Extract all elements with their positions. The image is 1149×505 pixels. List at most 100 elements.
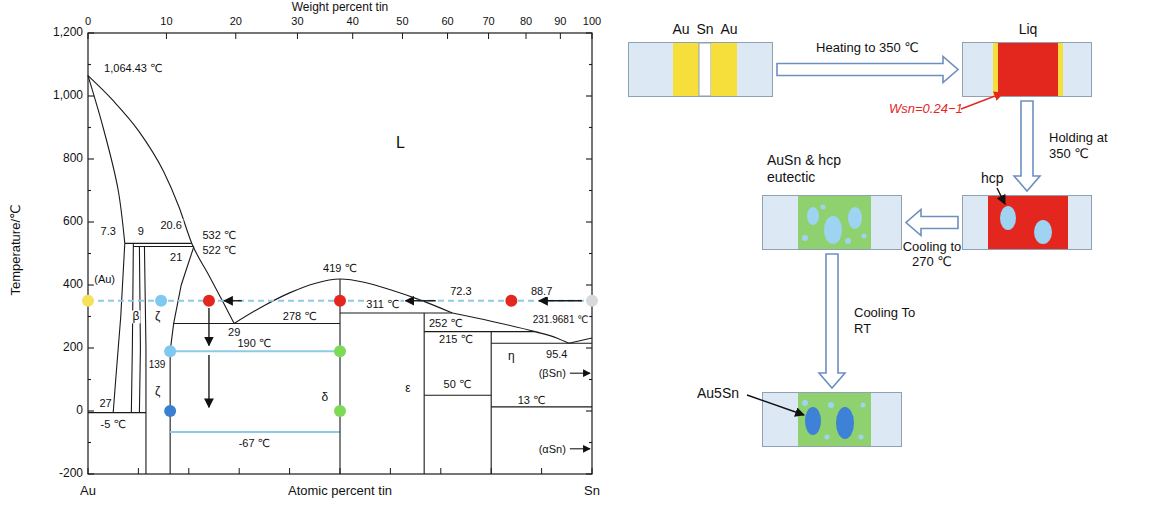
phase-label: β bbox=[131, 310, 140, 323]
panel-drawing bbox=[629, 43, 772, 96]
axis-tick bbox=[586, 221, 592, 222]
state-dot bbox=[505, 295, 517, 307]
axis-tick bbox=[88, 127, 91, 128]
phase-label: (Au) bbox=[93, 273, 116, 285]
phase-label: 1,064.43 ℃ bbox=[103, 62, 163, 74]
axis-label: Atomic percent tin bbox=[287, 484, 393, 498]
axis-tick bbox=[88, 379, 91, 380]
phase-label: ζ bbox=[154, 386, 161, 399]
grain bbox=[1000, 206, 1016, 230]
axis-label: 800 bbox=[62, 152, 84, 165]
axis-tick bbox=[541, 468, 542, 474]
process-panel: LiqWsn=0.24−1 bbox=[962, 42, 1092, 97]
compound-line bbox=[339, 279, 340, 474]
axis-tick bbox=[586, 95, 592, 96]
plot-frame bbox=[88, 33, 592, 474]
phase-label: 532 ℃ bbox=[201, 229, 237, 241]
phase-arrow bbox=[570, 373, 590, 374]
phase-label: 13 ℃ bbox=[517, 394, 547, 406]
axis-label: 90 bbox=[553, 15, 567, 27]
isotherm bbox=[424, 331, 535, 332]
axis-label: 60 bbox=[440, 15, 454, 27]
liquidus bbox=[88, 76, 234, 324]
grain bbox=[845, 238, 851, 244]
process-panel: AuSn & hcp eutectic bbox=[762, 195, 902, 250]
axis-tick bbox=[88, 347, 94, 348]
phase-label: 21 bbox=[169, 251, 183, 263]
step-label: Cooling to 270 ℃ bbox=[901, 239, 963, 270]
phase-label: 311 ℃ bbox=[365, 298, 400, 310]
axis-tick bbox=[589, 442, 592, 443]
axis-label: 600 bbox=[62, 215, 84, 228]
panel-label: Au5Sn bbox=[697, 385, 739, 402]
axis-label: 100 bbox=[582, 15, 602, 27]
phase-label: 139 bbox=[148, 358, 167, 369]
solvus bbox=[113, 243, 125, 412]
axis-tick bbox=[88, 410, 94, 411]
panel-label: Sn bbox=[696, 21, 713, 38]
axis-tick bbox=[239, 468, 240, 474]
axis-label: 400 bbox=[62, 278, 84, 291]
axis-label: 0 bbox=[84, 15, 92, 27]
grain bbox=[861, 403, 866, 408]
phase-boundary bbox=[139, 247, 140, 413]
axis-tick bbox=[589, 190, 592, 191]
axis-label: 30 bbox=[290, 15, 304, 27]
phase-label: -5 ℃ bbox=[100, 418, 127, 430]
state-dot bbox=[164, 405, 176, 417]
axis-tick bbox=[88, 64, 91, 65]
phase-boundary bbox=[170, 247, 194, 474]
axis-label: Temperature/℃ bbox=[9, 203, 23, 296]
phase-boundary bbox=[131, 243, 133, 412]
phase-label: 7.3 bbox=[100, 225, 117, 237]
axis-tick bbox=[586, 32, 592, 33]
phase-label: -67 ℃ bbox=[238, 436, 271, 448]
axis-label: 70 bbox=[481, 15, 495, 27]
phase-label: 27 bbox=[99, 397, 113, 409]
grain bbox=[805, 407, 821, 435]
layer-band bbox=[629, 43, 673, 96]
step-label: Cooling To RT bbox=[854, 305, 916, 336]
axis-tick bbox=[586, 410, 592, 411]
panel-drawing bbox=[963, 43, 1091, 96]
liquidus bbox=[234, 279, 452, 323]
isotherm bbox=[125, 243, 192, 244]
panel-label: hcp bbox=[981, 170, 1004, 187]
axis-tick bbox=[88, 32, 94, 33]
axis-label: 20 bbox=[229, 15, 243, 27]
isotherm bbox=[133, 246, 193, 247]
axis-label: 50 bbox=[395, 15, 409, 27]
phase-label: 278 ℃ bbox=[282, 310, 318, 322]
layer-band bbox=[711, 43, 737, 96]
axis-tick bbox=[526, 33, 527, 39]
layer-band bbox=[1063, 43, 1091, 96]
phase-label: 419 ℃ bbox=[322, 262, 358, 274]
axis-label: Weight percent tin bbox=[291, 1, 390, 14]
axis-tick bbox=[586, 347, 592, 348]
axis-label: 10 bbox=[159, 15, 173, 27]
grain bbox=[802, 235, 808, 241]
axis-tick bbox=[166, 33, 167, 39]
grain bbox=[802, 400, 808, 406]
axis-tick bbox=[589, 253, 592, 254]
phase-label: L bbox=[395, 134, 406, 152]
grain bbox=[862, 234, 867, 239]
axis-tick bbox=[138, 468, 139, 474]
phase-boundary bbox=[144, 247, 146, 474]
state-dot bbox=[334, 345, 346, 357]
layer-band bbox=[763, 196, 798, 249]
isotherm bbox=[88, 412, 146, 413]
layer-band bbox=[673, 43, 699, 96]
grain bbox=[828, 402, 834, 408]
axis-tick bbox=[589, 64, 592, 65]
axis-tick bbox=[235, 33, 236, 39]
axis-tick bbox=[390, 468, 391, 474]
axis-label: 1,200 bbox=[52, 26, 84, 39]
panel-label: Au bbox=[720, 21, 737, 38]
state-dot bbox=[155, 295, 167, 307]
phase-label: 252 ℃ bbox=[428, 317, 464, 329]
axis-label: 1,000 bbox=[52, 89, 84, 102]
path-arrow bbox=[539, 300, 582, 301]
axis-tick bbox=[488, 33, 489, 39]
step-label: Heating to 350 ℃ bbox=[793, 40, 943, 56]
